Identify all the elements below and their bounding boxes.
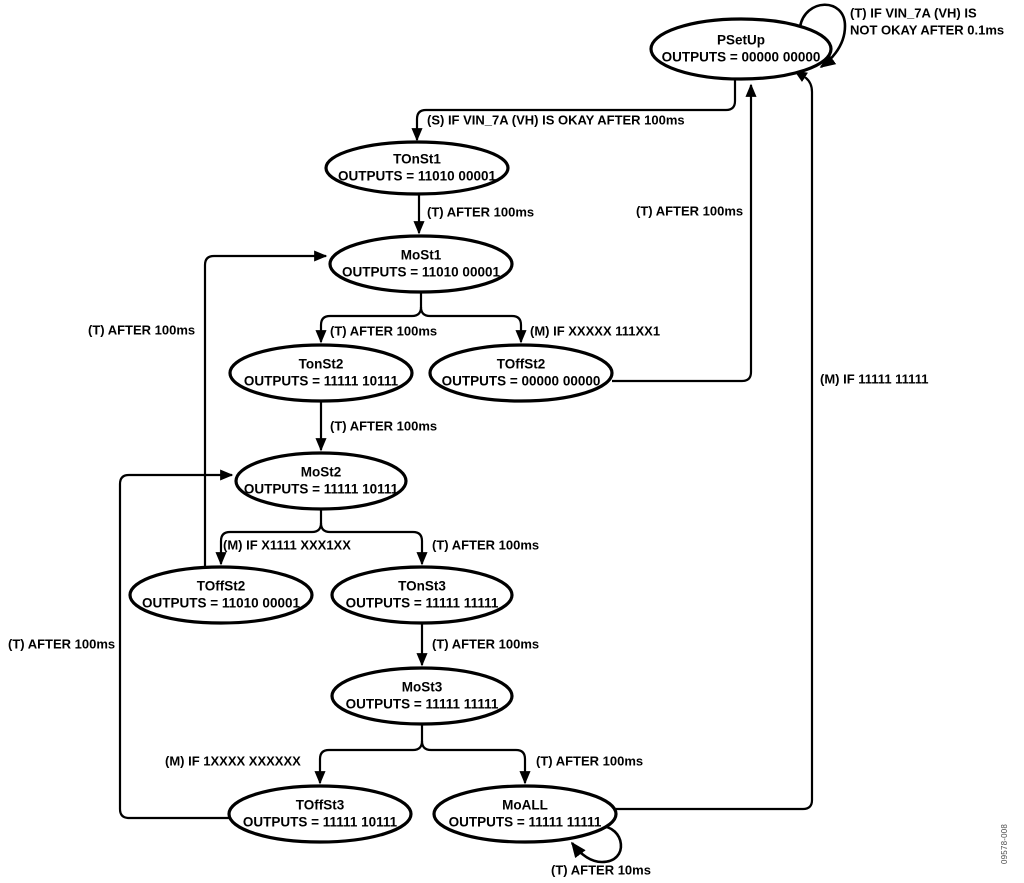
- state-ellipse-most2: [234, 451, 408, 511]
- edge-label-most2-to-toffst2b: (M) IF X1111 XXX1XX: [223, 537, 351, 552]
- edge-label-most3-to-moall: (T) AFTER 100ms: [536, 753, 643, 768]
- edge-label-psetup-self-line1: (T) IF VIN_7A (VH) IS: [850, 5, 977, 20]
- edge-label-most1-to-tonst2: (T) AFTER 100ms: [330, 323, 437, 338]
- figure-id-label: 09578-008: [1000, 824, 1009, 864]
- state-ellipse-toffst2b: [128, 565, 314, 625]
- state-outputs-toffst2b: OUTPUTS = 11010 00001: [142, 596, 300, 611]
- state-node-tonst3[interactable]: TOnSt3 OUTPUTS = 11111 11111: [330, 565, 514, 625]
- state-name-psetup: PSetUp: [717, 33, 765, 48]
- edge-psetup-self: [798, 3, 847, 69]
- state-name-toffst2b: TOffSt2: [197, 579, 246, 594]
- edge-label-toffst3-to-most2: (T) AFTER 100ms: [8, 636, 115, 651]
- edges-layer: [118, 3, 847, 864]
- edge-label-psetup-self-line2: NOT OKAY AFTER 0.1ms: [850, 22, 1004, 37]
- state-node-most1[interactable]: MoSt1 OUTPUTS = 11010 00001: [328, 234, 514, 294]
- state-outputs-most1: OUTPUTS = 11010 00001: [342, 265, 500, 280]
- state-node-tonst1[interactable]: TOnSt1 OUTPUTS = 11010 00001: [324, 140, 510, 196]
- state-outputs-most3: OUTPUTS = 11111 11111: [346, 697, 499, 712]
- state-ellipse-most3: [330, 666, 514, 726]
- edge-most1-to-toffst2a: [419, 306, 527, 344]
- state-node-moall[interactable]: MoALL OUTPUTS = 11111 11111: [432, 784, 618, 844]
- state-node-toffst3[interactable]: TOffSt3 OUTPUTS = 11111 10111: [227, 784, 413, 844]
- state-name-toffst2a: TOffSt2: [497, 357, 546, 372]
- edge-most3-to-moall: [420, 740, 531, 785]
- state-node-most3[interactable]: MoSt3 OUTPUTS = 11111 11111: [330, 666, 514, 726]
- state-name-moall: MoALL: [502, 798, 548, 813]
- nodes-layer: PSetUp OUTPUTS = 00000 00000 TOnSt1 OUTP…: [128, 17, 833, 844]
- edge-label-most1-to-toffst2a: (M) IF XXXXX 111XX1: [530, 323, 660, 338]
- edge-label-psetup-to-tonst1: (S) IF VIN_7A (VH) IS OKAY AFTER 100ms: [427, 112, 685, 127]
- state-outputs-tonst2: OUTPUTS = 11111 10111: [244, 374, 399, 389]
- edge-label-toffst2a-to-psetup: (T) AFTER 100ms: [636, 203, 743, 218]
- state-ellipse-tonst1: [324, 140, 510, 196]
- edge-label-toffst2b-to-most1: (T) AFTER 100ms: [88, 322, 195, 337]
- state-node-tonst2[interactable]: TonSt2 OUTPUTS = 11111 10111: [228, 343, 414, 403]
- edge-label-tonst2-to-most2: (T) AFTER 100ms: [330, 418, 437, 433]
- state-ellipse-toffst2a: [428, 343, 614, 403]
- edge-labels-layer: (T) IF VIN_7A (VH) IS NOT OKAY AFTER 0.1…: [8, 5, 1004, 877]
- state-node-most2[interactable]: MoSt2 OUTPUTS = 11111 10111: [234, 451, 408, 511]
- state-outputs-moall: OUTPUTS = 11111 11111: [449, 815, 602, 830]
- state-outputs-toffst3: OUTPUTS = 11111 10111: [243, 815, 398, 830]
- state-name-tonst2: TonSt2: [299, 357, 344, 372]
- state-name-tonst3: TOnSt3: [398, 579, 446, 594]
- edge-moall-self: [570, 824, 623, 864]
- state-outputs-tonst3: OUTPUTS = 11111 11111: [346, 596, 499, 611]
- state-node-toffst2b[interactable]: TOffSt2 OUTPUTS = 11010 00001: [128, 565, 314, 625]
- state-name-most2: MoSt2: [301, 465, 342, 480]
- edge-toffst2a-to-psetup: [612, 83, 757, 383]
- edge-label-moall-to-psetup: (M) IF 11111 11111: [820, 371, 928, 386]
- edge-most2-to-tonst3: [319, 522, 428, 566]
- edge-most2-to-toffst2b: [215, 522, 323, 566]
- state-outputs-toffst2a: OUTPUTS = 00000 00000: [442, 374, 601, 389]
- state-outputs-tonst1: OUTPUTS = 11010 00001: [338, 169, 496, 184]
- edge-toffst3-to-most2: [118, 469, 234, 820]
- state-node-toffst2a[interactable]: TOffSt2 OUTPUTS = 00000 00000: [428, 343, 614, 403]
- edge-label-tonst1-to-most1: (T) AFTER 100ms: [427, 204, 534, 219]
- state-ellipse-tonst2: [228, 343, 414, 403]
- edge-toffst2b-to-most1: [203, 250, 328, 595]
- edge-psetup-to-tonst1: [411, 79, 737, 142]
- state-outputs-most2: OUTPUTS = 11111 10111: [244, 482, 399, 497]
- state-ellipse-most1: [328, 234, 514, 294]
- state-ellipse-moall: [432, 784, 618, 844]
- state-ellipse-psetup: [649, 17, 833, 81]
- state-name-tonst1: TOnSt1: [393, 152, 441, 167]
- edge-most3-to-toffst3: [314, 740, 424, 785]
- state-name-most3: MoSt3: [402, 680, 443, 695]
- state-ellipse-toffst3: [227, 784, 413, 844]
- state-node-psetup[interactable]: PSetUp OUTPUTS = 00000 00000: [649, 17, 833, 81]
- state-outputs-psetup: OUTPUTS = 00000 00000: [662, 50, 821, 65]
- state-name-most1: MoSt1: [401, 248, 442, 263]
- edge-label-moall-self: (T) AFTER 10ms: [551, 862, 651, 877]
- edge-moall-to-psetup: [616, 70, 814, 811]
- edge-most1-to-tonst2: [315, 306, 423, 344]
- edge-label-most3-to-toffst3: (M) IF 1XXXX XXXXXX: [165, 753, 301, 768]
- state-ellipse-tonst3: [330, 565, 514, 625]
- edge-label-tonst3-to-most3: (T) AFTER 100ms: [432, 636, 539, 651]
- state-name-toffst3: TOffSt3: [296, 798, 345, 813]
- edge-label-most2-to-tonst3: (T) AFTER 100ms: [432, 537, 539, 552]
